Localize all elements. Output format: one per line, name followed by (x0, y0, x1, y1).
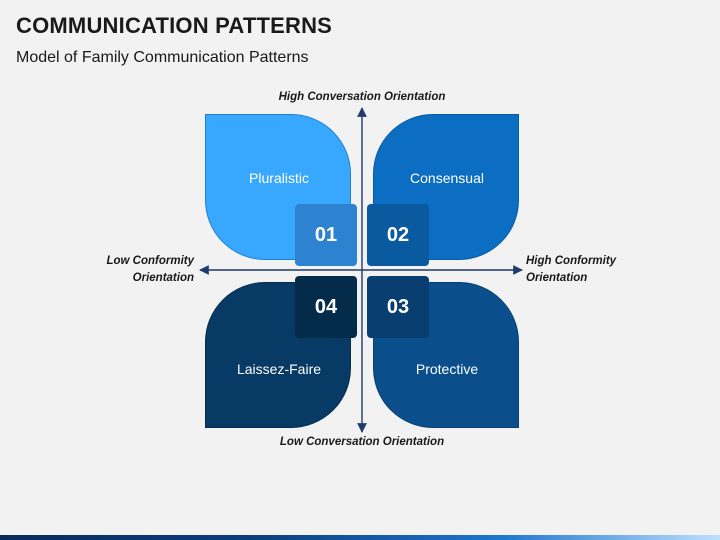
axis-label-right: High Conformity Orientation (526, 253, 646, 287)
quadrant-number-badge: 04 (295, 276, 357, 338)
quadrant-pluralistic: Pluralistic (205, 114, 351, 260)
footer-accent-bar (0, 535, 720, 540)
quadrant-label: Pluralistic (249, 170, 309, 186)
quadrant-label: Consensual (410, 170, 484, 186)
page-subtitle: Model of Family Communication Patterns (16, 49, 309, 66)
quadrant-number-badge: 01 (295, 204, 357, 266)
axis-label-right-line1: High Conformity (526, 255, 617, 267)
axis-label-left: Low Conformity Orientation (74, 253, 194, 287)
page-title: COMMUNICATION PATTERNS (16, 13, 333, 38)
axis-label-bottom: Low Conversation Orientation (279, 436, 445, 448)
quadrant-number-badge: 02 (367, 204, 429, 266)
axis-label-top: High Conversation Orientation (278, 91, 446, 103)
quadrant-number-badge: 03 (367, 276, 429, 338)
quadrant-label: Laissez-Faire (236, 361, 322, 377)
axis-label-right-line2: Orientation (526, 272, 588, 284)
axis-label-left-line2: Orientation (132, 272, 194, 284)
quadrant-label: Protective (415, 361, 479, 377)
axis-label-left-line1: Low Conformity (106, 255, 194, 267)
